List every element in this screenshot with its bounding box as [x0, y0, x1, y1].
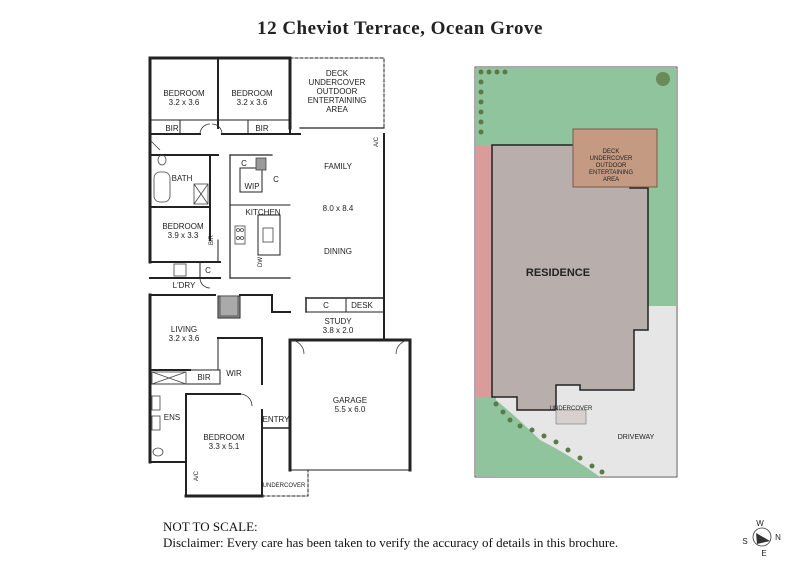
- compass-s-label: S: [742, 537, 747, 546]
- compass-needle-icon: [756, 533, 770, 544]
- room-label: L'DRY: [173, 281, 196, 290]
- room-label: BEDROOM: [231, 89, 273, 98]
- site-plan: DECK UNDERCOVER OUTDOOR ENTERTAINING ARE…: [474, 66, 678, 478]
- room-label: DECK: [326, 69, 349, 78]
- site-label: RESIDENCE: [526, 267, 590, 279]
- room-label: KITCHEN: [245, 208, 280, 217]
- site-label: DRIVEWAY: [618, 434, 655, 441]
- residence-footprint: [491, 144, 649, 411]
- deck-area: [572, 128, 658, 188]
- room-label: BIR: [209, 234, 215, 245]
- room-label: UNDERCOVER: [309, 78, 366, 87]
- compass-n-label: N: [775, 533, 781, 542]
- room-label: A/C: [374, 136, 380, 147]
- room-label: C: [205, 266, 211, 275]
- room-label: DESK: [351, 301, 373, 310]
- room-label: LIVING: [171, 325, 197, 334]
- disclaimer: NOT TO SCALE: Disclaimer: Every care has…: [163, 519, 618, 551]
- floor-plan-labels: BEDROOM 3.2 x 3.6 BEDROOM 3.2 x 3.6 BIR …: [162, 69, 380, 489]
- room-size: 3.3 x 5.1: [209, 442, 240, 451]
- site-label: DECK: [603, 149, 620, 155]
- floor-plan-doors: [149, 123, 411, 407]
- room-label: OUTDOOR: [317, 87, 358, 96]
- compass-w-label: W: [756, 519, 764, 528]
- floor-plan-fixtures: [151, 154, 274, 457]
- room-label: C: [323, 301, 329, 310]
- room-label: A/C: [194, 470, 200, 481]
- room-label: FAMILY: [324, 162, 353, 171]
- site-label: OUTDOOR: [596, 163, 627, 169]
- room-label: BEDROOM: [162, 222, 204, 231]
- room-label: BIR: [165, 124, 179, 133]
- room-label: UNDERCOVER: [263, 483, 306, 489]
- room-size: 3.8 x 2.0: [323, 326, 354, 335]
- garden-bed: [496, 400, 600, 477]
- compass: W S N E: [742, 519, 781, 558]
- compass-e-label: E: [761, 549, 766, 558]
- side-path: [476, 145, 492, 397]
- room-size: 5.5 x 6.0: [335, 405, 366, 414]
- page-title: 12 Cheviot Terrace, Ocean Grove: [257, 18, 543, 39]
- shrubs: [478, 69, 670, 475]
- room-label: WIR: [226, 369, 242, 378]
- room-size: 3.2 x 3.6: [237, 98, 268, 107]
- site-label: UNDERCOVER: [590, 156, 633, 162]
- room-label: BEDROOM: [203, 433, 245, 442]
- room-label: ENS: [164, 413, 180, 422]
- undercover-area: [555, 409, 587, 425]
- disclaimer-title: NOT TO SCALE:: [163, 519, 258, 534]
- room-size: 3.2 x 3.6: [169, 98, 200, 107]
- site-label: AREA: [603, 177, 619, 183]
- lawn-area: [648, 190, 676, 306]
- room-label: STUDY: [324, 317, 352, 326]
- disclaimer-text: Disclaimer: Every care has been taken to…: [163, 535, 619, 550]
- room-label: BIR: [197, 373, 211, 382]
- room-label: DINING: [324, 247, 352, 256]
- site-label: UNDERCOVER: [550, 406, 593, 412]
- room-size: 3.2 x 3.6: [169, 334, 200, 343]
- room-label: BATH: [172, 174, 193, 183]
- room-label: C: [273, 175, 279, 184]
- room-label: WIP: [244, 182, 259, 191]
- room-size: 8.0 x 8.4: [323, 204, 354, 213]
- room-label: GARAGE: [333, 396, 367, 405]
- room-label: C: [241, 159, 247, 168]
- room-label: ENTRY: [263, 415, 291, 424]
- site-label: ENTERTAINING: [589, 170, 633, 176]
- room-label: ENTERTAINING: [308, 96, 367, 105]
- floor-plan-walls: [148, 56, 412, 498]
- compass-ring: [752, 527, 772, 547]
- room-label: AREA: [326, 105, 348, 114]
- room-label: BIR: [255, 124, 269, 133]
- room-size: 3.9 x 3.3: [168, 231, 199, 240]
- room-label: BEDROOM: [163, 89, 205, 98]
- room-label: DW: [258, 257, 264, 267]
